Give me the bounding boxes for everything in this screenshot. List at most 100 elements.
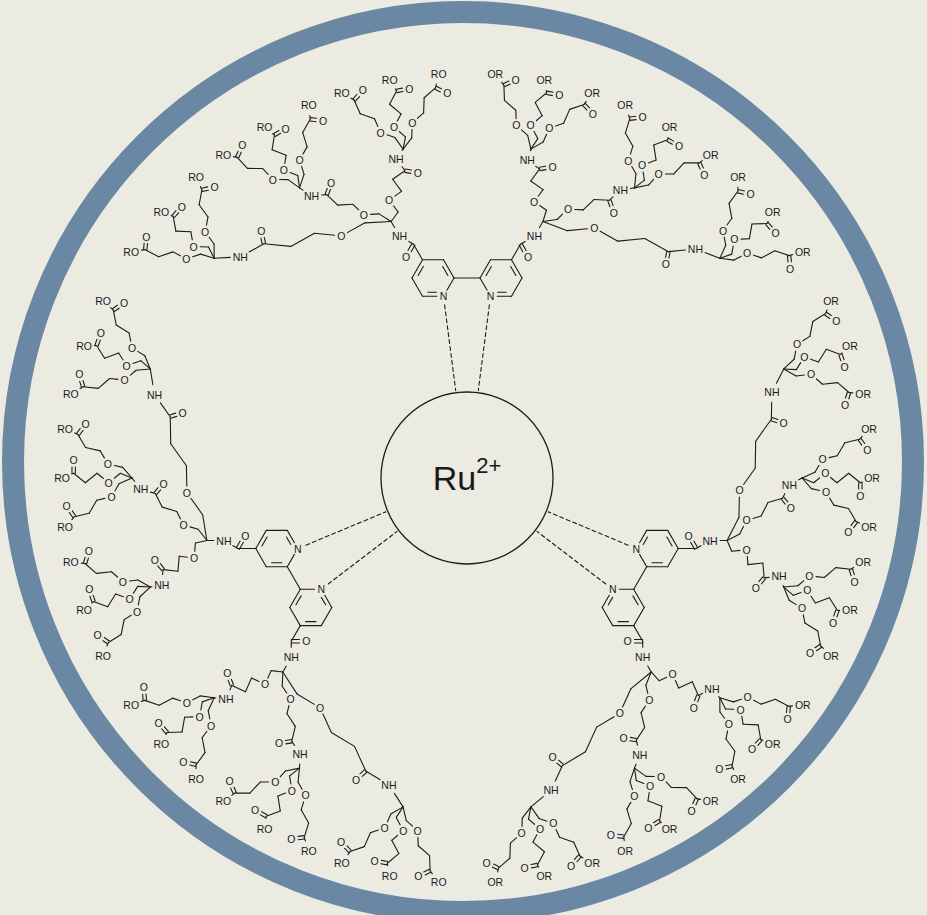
bond xyxy=(537,852,544,865)
bond xyxy=(733,699,741,702)
bond xyxy=(390,91,397,104)
ether-oxygen: O xyxy=(644,695,654,706)
bond xyxy=(720,712,725,719)
ring-double-bond xyxy=(428,292,437,293)
carbonyl-bond xyxy=(162,729,166,734)
bond xyxy=(138,597,140,605)
carbonyl-oxygen: O xyxy=(153,717,163,728)
amide-nh: NH xyxy=(526,231,543,242)
bond xyxy=(278,796,280,811)
ether-oxygen: O xyxy=(413,825,423,836)
carbonyl-bond xyxy=(505,84,511,87)
bond xyxy=(327,195,338,205)
bond xyxy=(836,568,851,570)
bond xyxy=(282,686,287,693)
ring-bond xyxy=(602,595,609,607)
ester-end: OR xyxy=(583,88,601,99)
ether-oxygen: O xyxy=(200,227,210,238)
carbonyl-bond xyxy=(95,339,97,345)
bond xyxy=(408,241,413,244)
bond xyxy=(301,802,303,810)
ester-end: RO xyxy=(214,796,232,807)
carbonyl-bond xyxy=(540,170,546,171)
charge-superscript: 2+ xyxy=(476,453,501,479)
carbonyl-oxygen: O xyxy=(770,228,780,239)
carbonyl-bond xyxy=(666,251,667,257)
ester-end: RO xyxy=(152,738,170,749)
bond xyxy=(796,363,800,370)
ring-bond xyxy=(668,530,679,548)
bond xyxy=(811,596,815,603)
carbonyl-bond xyxy=(102,640,107,644)
bond xyxy=(631,672,651,689)
ring-double-bond xyxy=(486,266,491,275)
bond xyxy=(793,593,801,596)
carbonyl-oxygen: O xyxy=(779,418,789,429)
carbonyl-bond xyxy=(634,639,642,640)
pyridine-nitrogen: N xyxy=(439,291,449,302)
bond xyxy=(509,843,511,858)
carbonyl-bond xyxy=(360,770,365,774)
metal-circle xyxy=(381,392,553,564)
bond xyxy=(287,714,295,727)
bond xyxy=(370,830,378,833)
bond xyxy=(355,746,366,771)
carbonyl-bond xyxy=(861,438,865,443)
carbonyl-bond xyxy=(228,680,230,686)
carbonyl-bond xyxy=(667,141,672,144)
ester-end: OR xyxy=(729,774,747,785)
bond xyxy=(726,731,728,739)
bond xyxy=(130,580,138,582)
coordination-bond xyxy=(548,512,628,545)
ring-double-bond xyxy=(511,266,516,275)
bond xyxy=(555,766,562,781)
carbonyl-bond xyxy=(310,120,316,122)
bond xyxy=(200,696,214,698)
carbonyl-oxygen: O xyxy=(689,702,699,713)
amide-nh: NH xyxy=(391,231,408,242)
ring-double-bond xyxy=(652,562,662,563)
bond xyxy=(732,751,735,766)
carbonyl-bond xyxy=(286,743,292,744)
bond xyxy=(138,351,145,355)
ring-bond xyxy=(613,625,634,626)
bond xyxy=(758,725,761,740)
bond xyxy=(399,131,405,136)
bond xyxy=(114,465,122,467)
bond xyxy=(303,147,307,154)
ring-bond xyxy=(266,530,287,531)
ether-oxygen: O xyxy=(742,515,752,526)
carbonyl-oxygen: O xyxy=(699,170,709,181)
ring-double-bond xyxy=(272,562,282,563)
ester-end: OR xyxy=(661,823,679,834)
bond xyxy=(414,244,423,260)
carbonyl-bond xyxy=(236,151,239,157)
ether-oxygen: O xyxy=(120,375,130,386)
bond xyxy=(796,375,804,377)
bond xyxy=(724,237,726,245)
ring-double-bond xyxy=(643,537,647,544)
bond xyxy=(521,241,526,244)
bond xyxy=(286,768,300,771)
bond xyxy=(805,623,818,631)
ring-double-bond xyxy=(262,537,267,546)
bond xyxy=(529,819,535,824)
ring-bond xyxy=(480,278,487,290)
bond xyxy=(755,441,757,468)
bond xyxy=(133,361,141,364)
bond xyxy=(535,93,546,103)
bond xyxy=(123,467,132,478)
ring-bond xyxy=(668,549,679,567)
carbonyl-oxygen: O xyxy=(785,263,795,274)
carbonyl-bond xyxy=(852,569,854,575)
carbonyl-oxygen: O xyxy=(840,400,850,411)
carbonyl-oxygen: O xyxy=(119,298,129,309)
ester-end: RO xyxy=(62,557,80,568)
carbonyl-bond xyxy=(355,97,359,102)
ether-oxygen: O xyxy=(735,704,745,715)
carbonyl-oxygen: O xyxy=(482,857,492,868)
bond xyxy=(625,119,629,133)
carbonyl-bond xyxy=(405,169,411,170)
bond xyxy=(167,731,182,733)
ring-double-bond xyxy=(306,621,316,622)
